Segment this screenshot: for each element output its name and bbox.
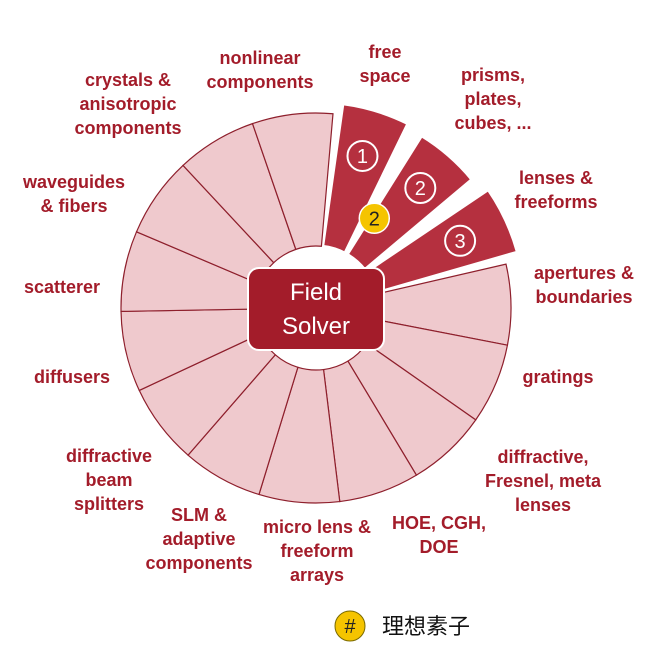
label-crystals: crystals & anisotropic components — [74, 70, 181, 138]
field-solver-box-background — [247, 267, 385, 351]
label-line: lenses — [515, 495, 571, 515]
segment-hoe — [322, 360, 418, 503]
label-gratings: gratings — [522, 367, 593, 387]
ideal-badge-prisms — [358, 202, 391, 235]
label-scatterer: scatterer — [24, 277, 100, 297]
label-line: gratings — [522, 367, 593, 387]
label-waveguides: waveguides & fibers — [22, 172, 125, 216]
label-line: adaptive — [162, 529, 235, 549]
label-line: plates, — [464, 89, 521, 109]
label-lenses: lenses & freeforms — [514, 168, 597, 212]
segment-crystals — [182, 122, 297, 264]
label-line: arrays — [290, 565, 344, 585]
label-line: DOE — [419, 537, 458, 557]
segment-badges: 1 2 2 3 — [346, 139, 477, 257]
legend-ideal-badge — [334, 610, 366, 642]
label-line: & fibers — [40, 196, 107, 216]
label-line: free — [368, 42, 401, 62]
label-micro-lens: micro lens & freeform arrays — [263, 517, 371, 585]
label-line: diffractive — [66, 446, 152, 466]
label-line: components — [74, 118, 181, 138]
field-solver-box: Field Solver — [247, 267, 385, 351]
segment-nonlinear — [251, 112, 334, 251]
label-nonlinear: nonlinear components — [206, 48, 313, 92]
label-line: freeforms — [514, 192, 597, 212]
label-line: apertures & — [534, 263, 634, 283]
label-line: waveguides — [22, 172, 125, 192]
field-solver-title-line2: Solver — [282, 313, 350, 340]
segment-micro-lens — [258, 366, 341, 504]
label-line: diffractive, — [497, 447, 588, 467]
legend-text: 理想素子 — [382, 615, 470, 640]
label-hoe: HOE, CGH, DOE — [392, 513, 486, 557]
label-line: space — [359, 66, 410, 86]
legend-symbol: # — [344, 616, 356, 638]
label-line: nonlinear — [219, 48, 300, 68]
segment-free-space — [320, 102, 410, 256]
label-line: boundaries — [535, 287, 632, 307]
label-line: splitters — [74, 494, 144, 514]
segment-prisms — [345, 133, 474, 272]
badge-number-lenses: 3 — [455, 231, 466, 253]
label-line: anisotropic — [79, 94, 176, 114]
label-line: scatterer — [24, 277, 100, 297]
badge-prisms — [404, 172, 437, 205]
label-line: HOE, CGH, — [392, 513, 486, 533]
label-line: diffusers — [34, 367, 110, 387]
label-line: components — [145, 553, 252, 573]
badge-number-free-space: 1 — [357, 146, 368, 168]
label-line: beam — [85, 470, 132, 490]
label-prisms: prisms, plates, cubes, ... — [454, 65, 531, 133]
label-beam-splitters: diffractive beam splitters — [66, 446, 152, 514]
label-diffusers: diffusers — [34, 367, 110, 387]
label-line: prisms, — [461, 65, 525, 85]
label-line: lenses & — [519, 168, 593, 188]
label-line: micro lens & — [263, 517, 371, 537]
field-solver-title-line1: Field — [290, 279, 342, 306]
label-line: Fresnel, meta — [485, 471, 602, 491]
label-line: SLM & — [171, 505, 227, 525]
segment-labels: free space prisms, plates, cubes, ... lenses … — [22, 42, 634, 585]
badge-lenses — [444, 224, 477, 257]
legend: # 理想素子 — [334, 610, 470, 642]
label-free-space: free space — [359, 42, 410, 86]
label-line: cubes, ... — [454, 113, 531, 133]
badge-free-space — [346, 139, 379, 172]
segment-slm — [187, 353, 299, 496]
label-diffractive-lenses: diffractive, Fresnel, meta lenses — [485, 447, 602, 515]
segment-diffractive-lenses — [347, 342, 477, 476]
ideal-badge-number-prisms: 2 — [369, 208, 380, 230]
label-line: crystals & — [85, 70, 171, 90]
label-apertures: apertures & boundaries — [534, 263, 634, 307]
label-line: components — [206, 72, 313, 92]
label-slm: SLM & adaptive components — [145, 505, 252, 573]
badge-number-prisms: 2 — [415, 178, 426, 200]
wheel-segments — [120, 102, 520, 504]
label-line: freeform — [280, 541, 353, 561]
